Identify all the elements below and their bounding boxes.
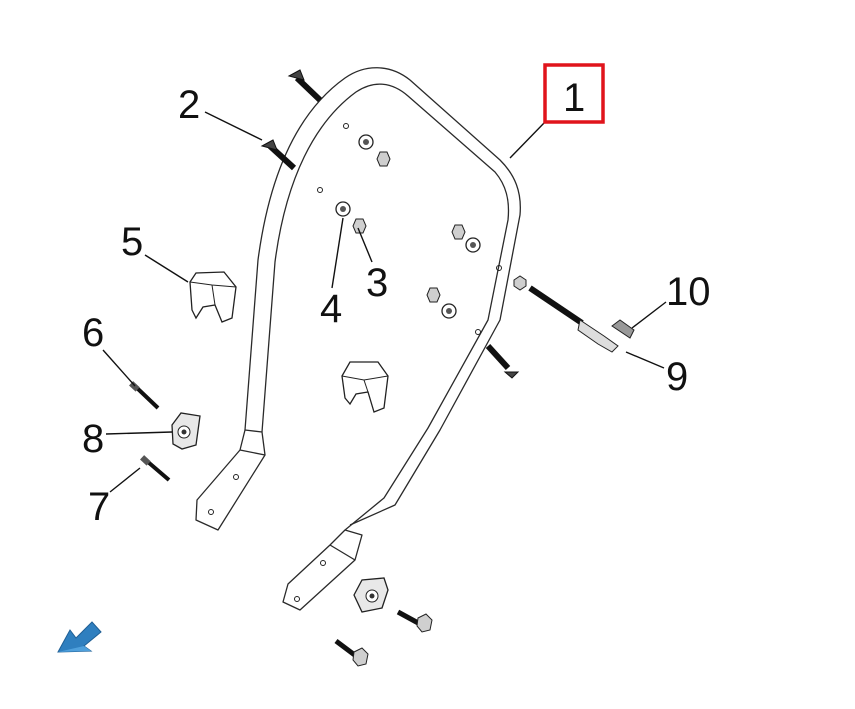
washer-nut-group[interactable] [335,134,481,319]
leader-9 [625,351,665,369]
callout-1-highlight-box [543,63,605,124]
callout-8[interactable]: 8 [82,417,104,461]
hex-bolt-lower-right[interactable] [396,609,433,633]
leader-8 [105,431,173,435]
clip-10[interactable] [611,319,635,339]
bolt-6[interactable] [129,381,160,410]
callout-6[interactable]: 6 [82,311,104,355]
hex-bolt-lower-left[interactable] [334,639,369,667]
carriage-bolt-right[interactable] [485,343,520,379]
carriage-bolt-lower[interactable] [260,139,297,171]
callout-4[interactable]: 4 [320,287,342,331]
bracket-nut-8[interactable] [171,412,201,450]
callout-5[interactable]: 5 [121,220,143,264]
leader-6 [102,349,136,387]
cable-clip-lower[interactable] [341,361,389,413]
leader-2 [204,111,263,141]
callout-1[interactable]: 1 [563,76,585,120]
leader-5 [144,254,189,283]
callout-7[interactable]: 7 [88,485,110,529]
carriage-bolt-upper[interactable] [287,69,323,103]
nav-arrow-icon[interactable] [57,621,102,653]
bolt-7[interactable] [140,455,171,482]
callout-10[interactable]: 10 [666,270,711,314]
leader-3 [357,227,373,263]
leader-4 [331,217,344,289]
leader-7 [109,467,141,493]
callout-2[interactable]: 2 [178,83,200,127]
leader-1 [509,121,546,159]
tension-rod-9[interactable] [513,275,619,353]
bracket-nut-lower[interactable] [353,577,389,613]
handle-frame[interactable] [195,67,521,611]
cable-clip-upper[interactable] [189,271,237,323]
leader-10 [631,301,667,329]
callout-9[interactable]: 9 [666,355,688,399]
callout-3[interactable]: 3 [366,261,388,305]
